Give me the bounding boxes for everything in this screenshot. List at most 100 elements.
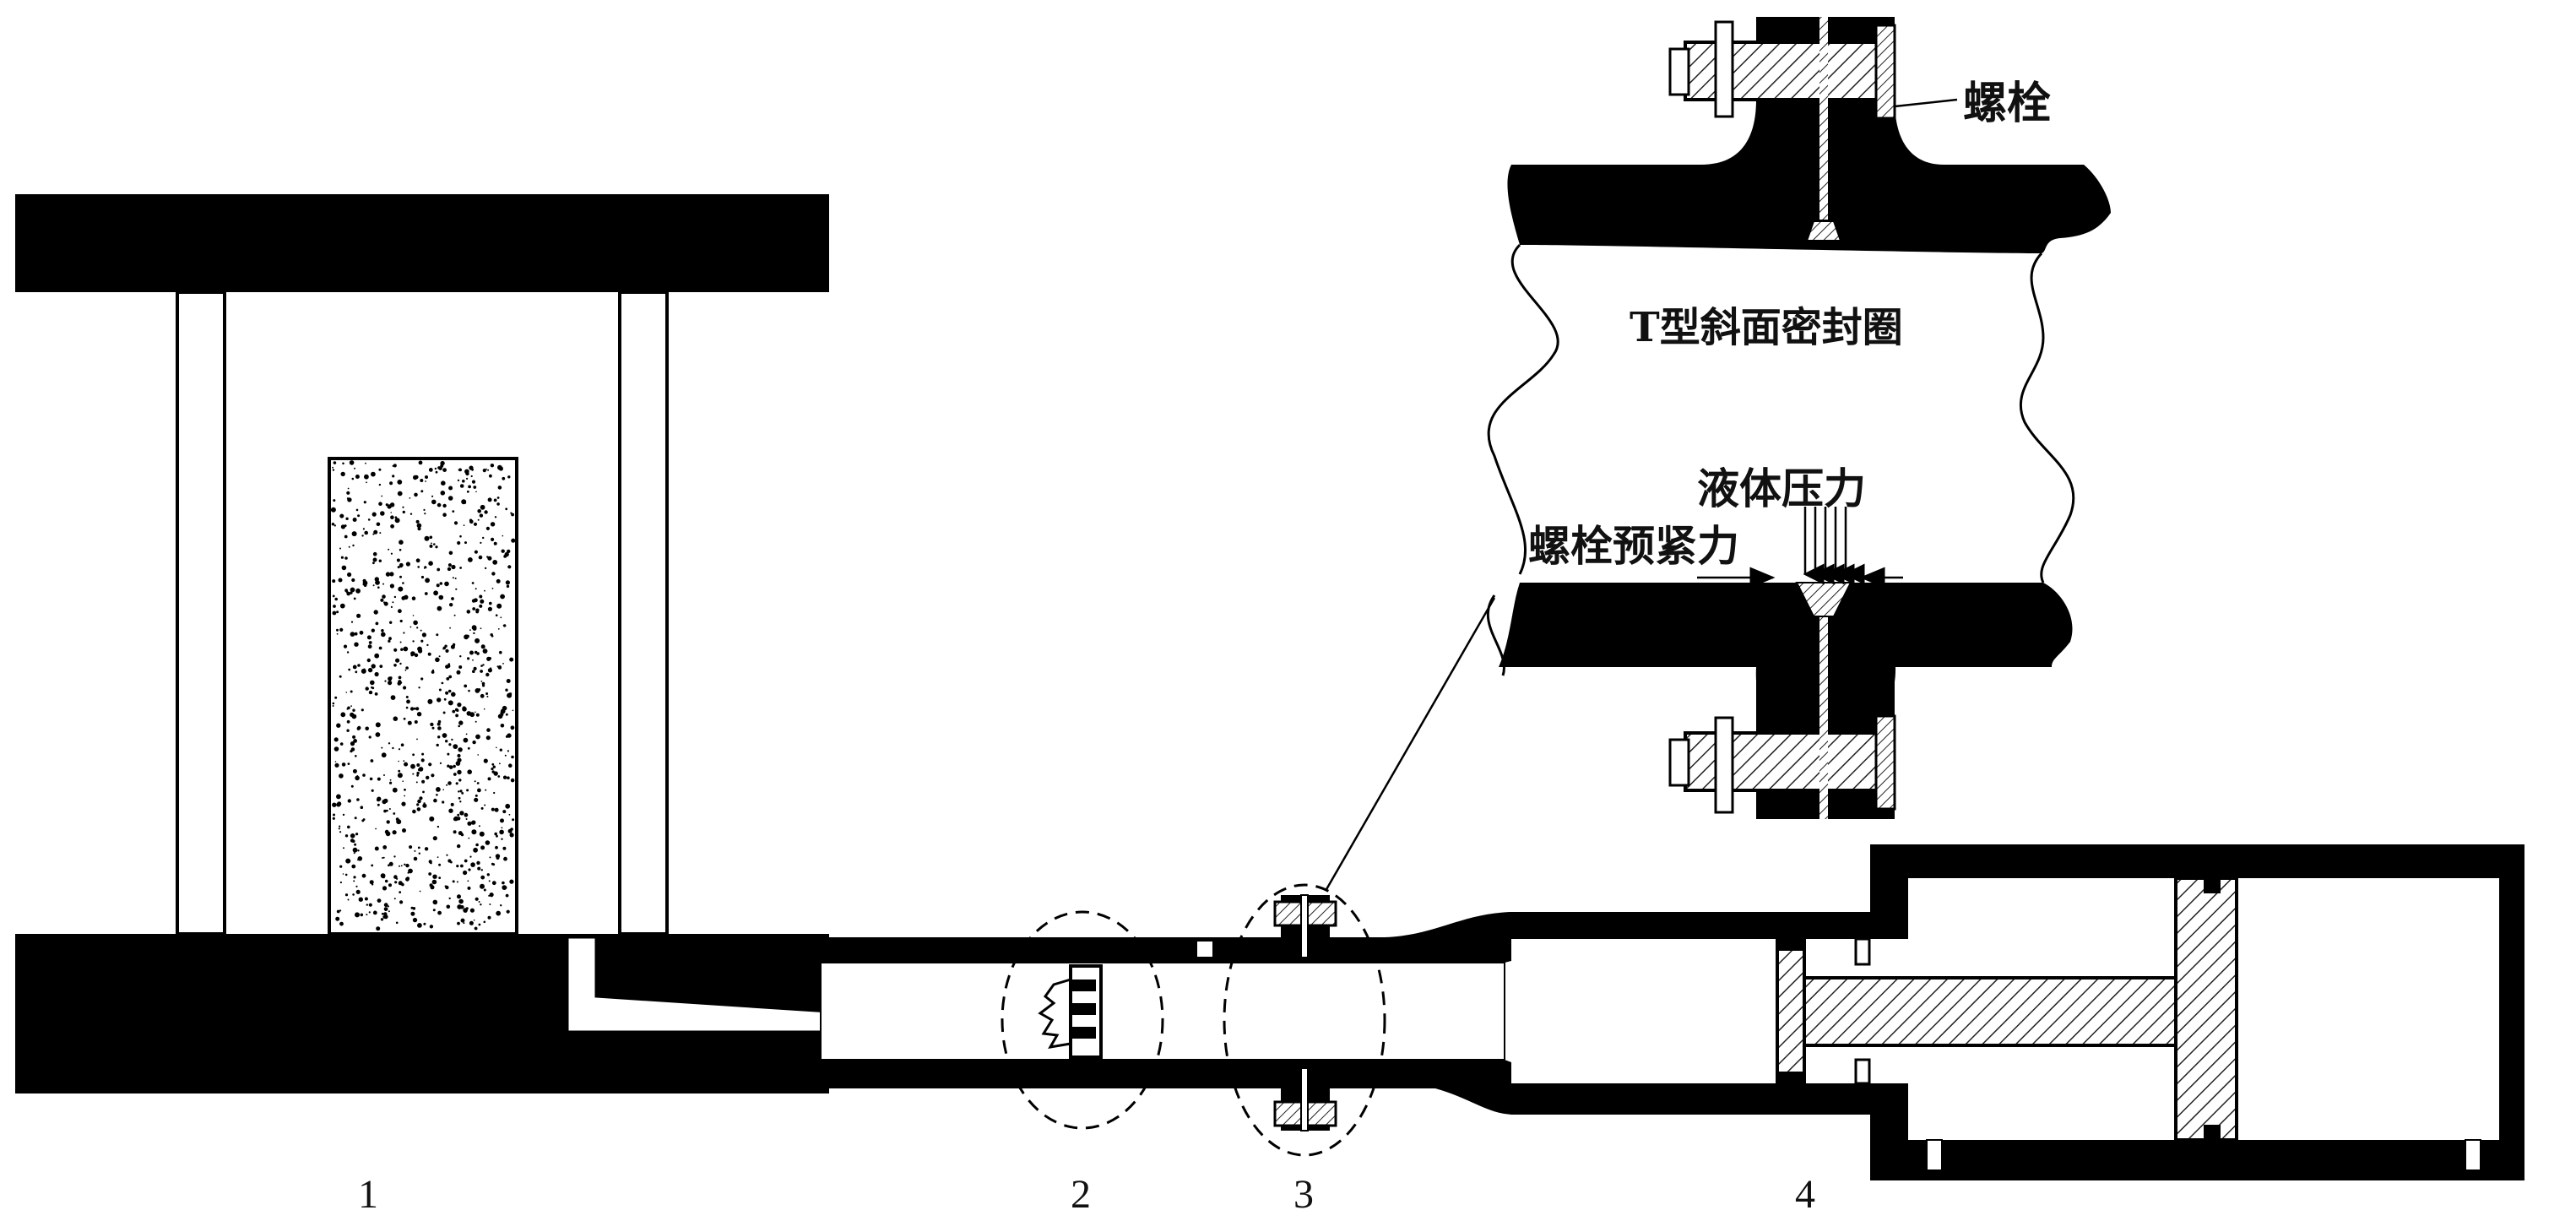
specimen-grain <box>361 535 364 537</box>
specimen-grain <box>507 565 512 569</box>
specimen-grain <box>353 597 356 600</box>
specimen-grain <box>366 904 368 906</box>
specimen-grain <box>464 541 467 545</box>
specimen-grain <box>393 812 396 815</box>
specimen-grain <box>352 893 355 896</box>
specimen-grain <box>423 802 426 805</box>
specimen-grain <box>448 808 453 813</box>
specimen-grain <box>411 596 416 600</box>
specimen-grain <box>336 794 341 800</box>
specimen-grain <box>482 684 485 687</box>
specimen-grain <box>347 799 351 803</box>
specimen-grain <box>413 856 418 861</box>
specimen-grain <box>371 471 376 477</box>
specimen-grain <box>456 670 461 675</box>
specimen-grain <box>497 628 500 630</box>
specimen-grain <box>485 468 487 470</box>
specimen-grain <box>480 670 483 673</box>
specimen-grain <box>438 876 442 879</box>
specimen-grain <box>365 686 369 691</box>
specimen-grain <box>492 765 496 768</box>
specimen-grain <box>372 551 377 556</box>
specimen-grain <box>485 735 491 741</box>
specimen-grain <box>477 866 481 871</box>
specimen-grain <box>480 869 483 871</box>
specimen-grain <box>410 911 415 916</box>
hydraulic-cylinder <box>1776 844 2524 1180</box>
specimen-grain <box>484 567 487 570</box>
specimen-grain <box>458 831 463 836</box>
specimen-grain <box>343 847 344 849</box>
specimen-grain <box>422 790 425 794</box>
specimen-grain <box>418 768 421 772</box>
specimen-grain <box>471 582 475 584</box>
specimen-grain <box>435 903 437 905</box>
specimen-grain <box>379 532 382 535</box>
specimen-grain <box>332 802 337 807</box>
specimen-grain <box>382 799 387 805</box>
specimen-grain <box>477 754 479 756</box>
pipe-flare-top-body <box>1435 912 1870 963</box>
specimen-grain <box>507 750 510 752</box>
specimen-grain <box>332 705 334 707</box>
specimen-grain <box>459 655 462 658</box>
specimen-grain <box>499 650 502 654</box>
specimen-grain <box>389 572 394 577</box>
specimen-grain <box>485 840 491 845</box>
specimen-grain <box>466 711 472 716</box>
specimen-grain <box>456 708 459 713</box>
specimen-grain <box>493 541 497 545</box>
specimen-grain <box>400 743 404 746</box>
specimen-grain <box>464 502 467 504</box>
specimen-grain <box>464 859 468 863</box>
specimen-grain <box>405 706 409 709</box>
specimen-grain <box>483 758 488 763</box>
specimen-grain <box>432 874 437 879</box>
specimen-grain <box>418 852 420 855</box>
specimen-grain <box>464 812 469 817</box>
specimen-grain <box>357 514 361 518</box>
specimen-grain <box>361 668 366 674</box>
specimen-grain <box>388 637 392 641</box>
specimen-grain <box>476 782 480 784</box>
specimen-grain <box>404 669 407 671</box>
specimen-grain <box>355 755 357 757</box>
specimen-grain <box>487 915 491 920</box>
specimen-grain <box>352 518 357 522</box>
specimen-grain <box>458 790 460 793</box>
specimen-grain <box>469 518 473 522</box>
specimen-grain <box>399 865 400 867</box>
specimen-grain <box>375 828 377 830</box>
specimen-grain <box>475 794 478 797</box>
specimen-grain <box>416 627 419 629</box>
flange-joint <box>1223 883 1386 1157</box>
specimen-grain <box>485 692 489 695</box>
specimen-grain <box>464 469 469 475</box>
specimen-grain <box>506 679 511 683</box>
specimen-grain <box>495 845 498 849</box>
specimen-grain <box>479 513 484 518</box>
specimen-grain <box>362 580 368 586</box>
specimen-grain <box>499 829 504 835</box>
specimen-grain <box>475 734 480 740</box>
specimen-grain <box>445 740 448 743</box>
specimen-grain <box>350 712 355 718</box>
specimen-grain <box>371 512 377 517</box>
specimen-grain <box>416 773 419 777</box>
specimen-grain <box>389 502 395 507</box>
specimen-grain <box>346 651 350 654</box>
specimen-grain <box>374 692 378 696</box>
specimen-grain <box>502 846 507 850</box>
rock-specimen <box>328 457 518 936</box>
specimen-grain <box>502 624 505 627</box>
liquid-pressure-arrows <box>1803 507 1865 585</box>
specimen-grain <box>404 795 405 797</box>
specimen-grain <box>484 510 488 514</box>
specimen-grain <box>443 697 447 701</box>
pipe-bore <box>820 962 1505 1061</box>
specimen-grain <box>394 881 398 884</box>
specimen-grain <box>355 912 360 918</box>
specimen-grain <box>437 856 439 858</box>
specimen-grain <box>340 712 346 718</box>
specimen-grain <box>477 518 480 521</box>
